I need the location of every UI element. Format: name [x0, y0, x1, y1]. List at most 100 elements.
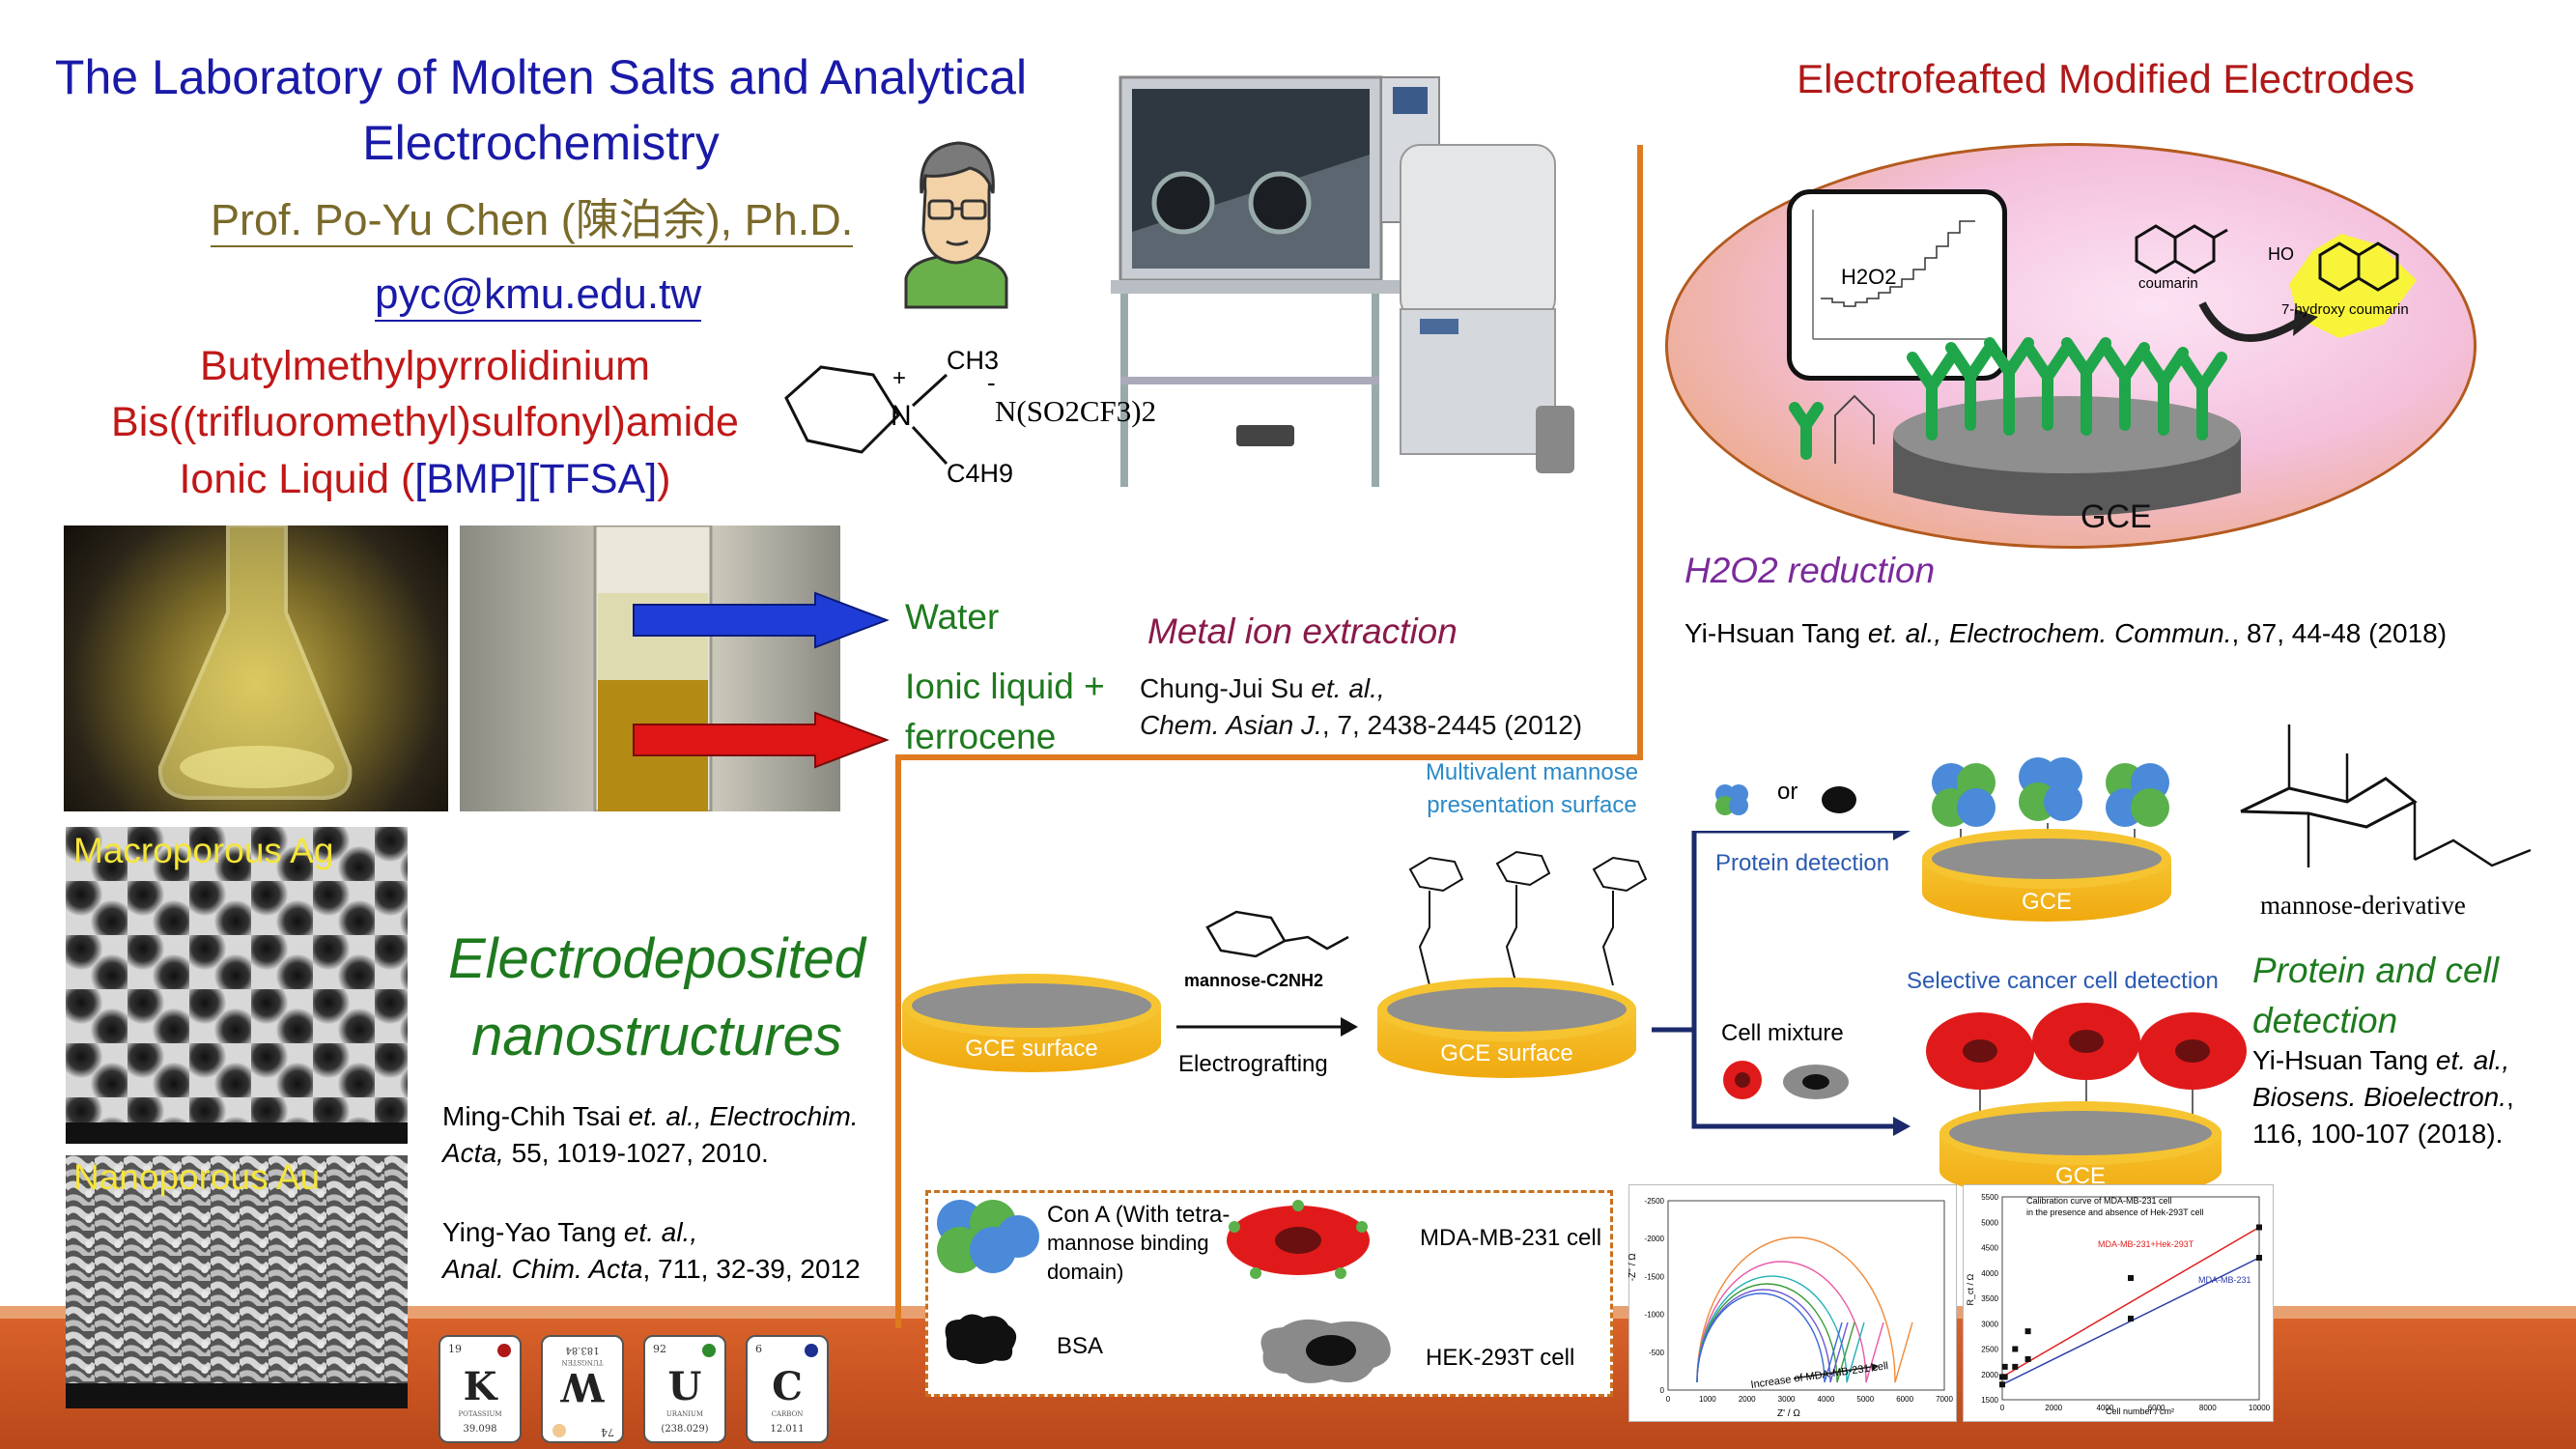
mannose-chains: [1408, 850, 1648, 986]
cal-data-point: [2256, 1255, 2262, 1261]
cell-mixture-label: Cell mixture: [1721, 1020, 1844, 1046]
water-arrow: [633, 591, 890, 649]
gce-proteins: [1932, 757, 2169, 860]
cal-legend-1: MDA-MB-231+Hek-293T: [2098, 1239, 2194, 1249]
mannose-ref-line2: Biosens. Bioelectron.,: [2252, 1082, 2514, 1113]
element-tile-k: 19 K POTASSIUM 39.098: [439, 1335, 522, 1443]
struct-anion: N(SO2CF3)2: [995, 394, 1157, 428]
nyquist-xtick: 0: [1666, 1395, 1671, 1404]
mn-ref-journal: Biosens. Bioelectron.: [2252, 1082, 2507, 1112]
il-ferrocene-label2: ferrocene: [905, 717, 1057, 756]
struct-minus: -: [987, 368, 996, 397]
mda-cell-icon: [1227, 1200, 1370, 1279]
tile-name: CARBON: [771, 1410, 804, 1418]
protein-cell-title2: detection: [2252, 1001, 2398, 1040]
il-name-line1: Butylmethylpyrrolidinium: [200, 343, 650, 389]
ref-journal: Chem. Asian J.: [1140, 710, 1322, 740]
email-link[interactable]: pyc@kmu.edu.tw: [375, 270, 702, 322]
cal-title1: Calibration curve of MDA-MB-231 cell: [2026, 1196, 2172, 1206]
tile-dot: [702, 1344, 716, 1357]
mannose-reagent: [1205, 910, 1349, 958]
cal-xtick: 6000: [2148, 1404, 2166, 1412]
ed-ref2-etal: et. al.,: [616, 1217, 698, 1247]
professor-name: Prof. Po-Yu Chen (陳泊余), Ph.D.: [211, 195, 854, 247]
h2o2-inset-label: H2O2: [1841, 265, 1897, 289]
gce-a-top: [1922, 829, 2171, 889]
cal-data-point: [2256, 1224, 2262, 1231]
ed-ref2-author: Ying-Yao Tang: [442, 1217, 617, 1247]
cal-ytick: 5500: [1981, 1193, 1998, 1202]
tile-symbol: W: [560, 1364, 605, 1409]
branch-arrows: [1652, 831, 1911, 1136]
cal-ytick: 4000: [1981, 1269, 1998, 1278]
flask-photo: [64, 526, 448, 811]
cal-xtick: 4000: [2097, 1404, 2114, 1412]
nyquist-xtick: 7000: [1936, 1395, 1953, 1404]
or-label: or: [1777, 779, 1798, 805]
cell-mixture-icons: [1723, 1061, 1849, 1099]
tile-name: POTASSIUM: [458, 1410, 502, 1418]
sem1-label: Macroporous Ag: [73, 831, 334, 870]
nyquist-annotation-arrow: [1793, 1366, 1872, 1379]
legend-hek: HEK-293T cell: [1426, 1345, 1575, 1371]
eg-ref-rest: , 87, 44-48 (2018): [2231, 618, 2448, 648]
gce-antibody-electrode: [1789, 337, 2241, 516]
tile-number: 19: [448, 1343, 462, 1355]
ho-label: HO: [2268, 244, 2294, 264]
ed-ref1-author: Ming-Chih Tsai: [442, 1101, 621, 1131]
eg-ref-etal: et. al.,: [1860, 618, 1949, 648]
mannose-derivative-structure: [2240, 724, 2532, 867]
gce-surface2-label: GCE surface: [1440, 1040, 1573, 1066]
nyquist-ytick: -2500: [1645, 1197, 1665, 1206]
bsa-icon: [945, 1314, 1017, 1364]
mannose-reagent-label: mannose-C2NH2: [1184, 971, 1324, 990]
il-abbr: [BMP][TFSA]: [414, 456, 658, 502]
tile-number: 6: [755, 1343, 762, 1355]
nyquist-ytick: -2000: [1645, 1235, 1665, 1243]
ref-etal: et. al.,: [1303, 673, 1385, 703]
coumarin-molecules: [2135, 224, 2417, 342]
nyquist-xlabel: Z' / Ω: [1777, 1408, 1800, 1419]
il-ferrocene-label1: Ionic liquid +: [905, 667, 1105, 706]
extraction-ref-line1: Chung-Jui Su et. al.,: [1140, 673, 1385, 704]
il-suffix: ): [657, 456, 671, 502]
protein-icons: [1715, 784, 1856, 815]
mn-ref-etal: et. al.,: [2428, 1045, 2510, 1075]
mannose-derivative-label: mannose-derivative: [2260, 891, 2466, 920]
tile-mass: (238.029): [661, 1424, 709, 1435]
sem-macroporous-ag: [66, 827, 408, 1144]
gce-disk1-top: [902, 974, 1161, 1037]
tile-symbol: U: [667, 1364, 702, 1409]
nyquist-ylabel: -Z'' / Ω: [1627, 1253, 1638, 1282]
gce-b-top: [1939, 1101, 2222, 1165]
element-tile-u: 92 U URANIUM (238.029): [643, 1335, 726, 1443]
sem2-label: Nanoporous Au: [73, 1157, 321, 1197]
cal-frame: [2001, 1196, 2260, 1401]
nyquist-frame: [1667, 1200, 1945, 1391]
electrografting-label: Electrografting: [1178, 1051, 1328, 1077]
cal-ytick: 3500: [1981, 1294, 1998, 1303]
mannose-ref-line1: Yi-Hsuan Tang et. al.,: [2252, 1045, 2509, 1076]
coumarin-label: coumarin: [2138, 275, 2198, 292]
legend-cona-3: domain): [1047, 1260, 1124, 1284]
nyquist-xtick: 4000: [1818, 1395, 1835, 1404]
nyquist-xtick: 6000: [1896, 1395, 1913, 1404]
cal-ytick: 2000: [1981, 1371, 1998, 1379]
cal-legend-2: MDA-MB-231: [2198, 1275, 2251, 1285]
cal-ytick: 3000: [1981, 1320, 1998, 1328]
nyquist-series-line: [1696, 1261, 1884, 1383]
cal-xtick: 10000: [2249, 1404, 2271, 1412]
nyquist-series-line: [1696, 1293, 1843, 1383]
sem-nanoporous-au: [66, 1155, 408, 1408]
glovebox-photo: [1111, 75, 1574, 487]
ed-ref1-journal2: Acta,: [442, 1138, 504, 1168]
mn-ref-sep: ,: [2506, 1082, 2514, 1112]
protein-detection-label: Protein detection: [1715, 850, 1890, 876]
mannose-surface-label1: Multivalent mannose: [1425, 759, 1639, 785]
avatar: [904, 141, 1008, 309]
bmp-structure: [784, 365, 948, 466]
mn-ref-author: Yi-Hsuan Tang: [2252, 1045, 2429, 1075]
tile-dot: [497, 1344, 511, 1357]
